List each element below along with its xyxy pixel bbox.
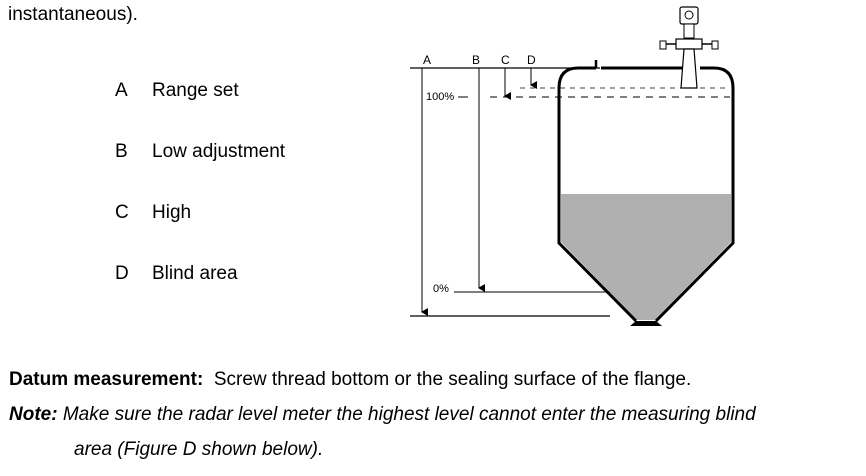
legend-label: Blind area: [152, 263, 238, 284]
col-label-d: D: [527, 53, 536, 67]
tank-outlet: [630, 321, 662, 326]
level-high-label: 100%: [426, 91, 454, 103]
legend-label: Low adjustment: [152, 141, 286, 162]
legend-item-a: A Range set: [115, 80, 239, 102]
note-label: Note:: [9, 404, 58, 425]
note-paragraph: Note: Make sure the radar level meter th…: [9, 404, 756, 426]
legend-item-b: B Low adjustment: [115, 141, 285, 163]
col-label-c: C: [501, 53, 510, 67]
radar-meter-icon: [659, 6, 719, 89]
legend-key: D: [115, 263, 129, 284]
level-low-label: 0%: [433, 283, 449, 295]
legend-key: B: [115, 141, 128, 162]
intro-fragment: instantaneous).: [8, 4, 138, 25]
datum-label: Datum measurement:: [9, 369, 204, 390]
legend-item-d: D Blind area: [115, 263, 238, 285]
legend-label: High: [152, 202, 192, 223]
legend-key: A: [115, 80, 128, 101]
legend-item-c: C High: [115, 202, 191, 224]
legend-label: Range set: [152, 80, 239, 101]
liquid-fill: [561, 194, 731, 320]
note-line1: Make sure the radar level meter the high…: [62, 404, 756, 425]
tank-diagram: A B C D 100% 0%: [410, 6, 735, 326]
datum-text: Screw thread bottom or the sealing surfa…: [213, 369, 692, 390]
legend-key: C: [115, 202, 129, 223]
tank-outline: [557, 66, 735, 323]
datum-paragraph: Datum measurement: Screw thread bottom o…: [9, 369, 691, 391]
col-label-b: B: [472, 53, 480, 67]
note-line2: area (Figure D shown below).: [74, 439, 324, 460]
col-label-a: A: [423, 53, 431, 67]
